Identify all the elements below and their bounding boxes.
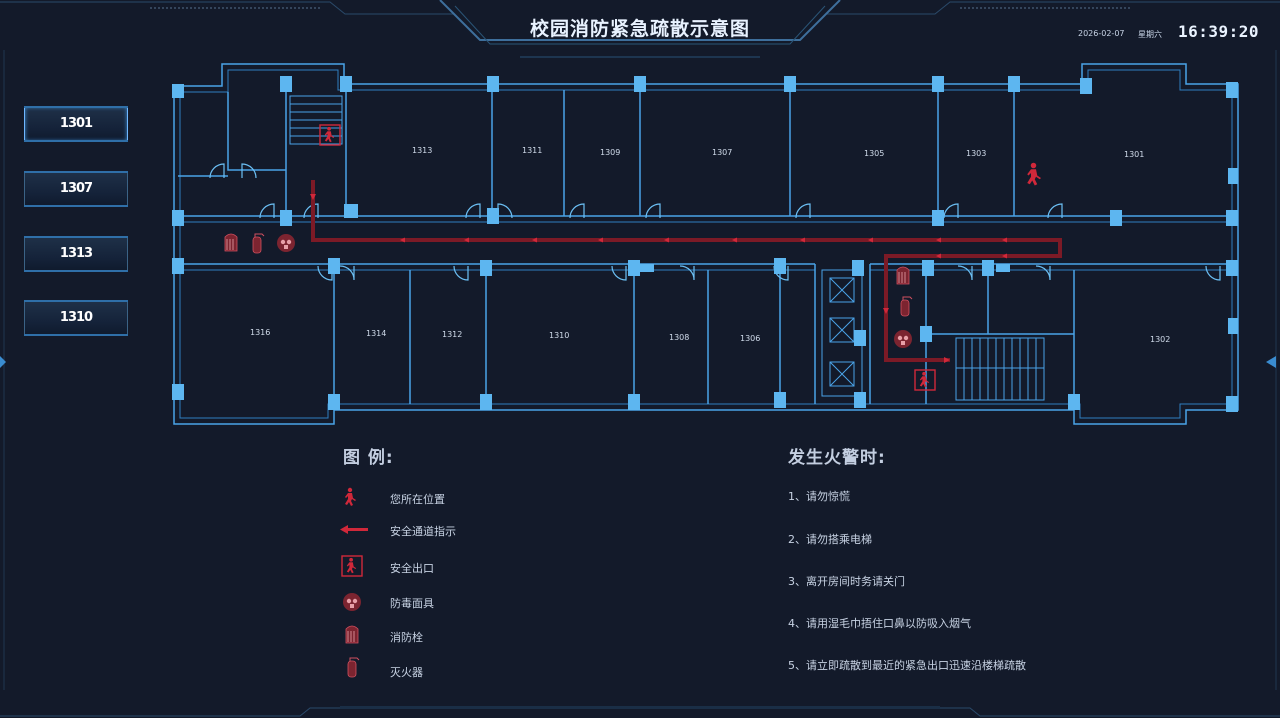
fire-rule-item: 2、请勿搭乘电梯 bbox=[788, 533, 872, 546]
fire-hydrant-icon bbox=[896, 266, 910, 285]
legend-label-gas-mask: 防毒面具 bbox=[390, 597, 434, 610]
floor-button-1307[interactable]: 1307 bbox=[24, 171, 128, 207]
page-title: 校园消防紧急疏散示意图 bbox=[529, 18, 750, 40]
floor-button-1313[interactable]: 1313 bbox=[24, 236, 128, 272]
legend-title: 图 例: bbox=[343, 448, 394, 468]
gas-mask-icon bbox=[277, 234, 295, 252]
room-1316: 1316 bbox=[250, 328, 271, 337]
date-label: 2026-02-07 bbox=[1078, 29, 1125, 38]
fire-extinguisher-icon bbox=[347, 657, 360, 678]
room-1302: 1302 bbox=[1150, 335, 1171, 344]
legend-label-extinguisher: 灭火器 bbox=[390, 666, 423, 679]
legend-icons bbox=[340, 487, 368, 678]
room-1305: 1305 bbox=[864, 149, 885, 158]
exit-sign-icon bbox=[320, 125, 340, 145]
legend-label-exit: 安全出口 bbox=[390, 562, 434, 575]
weekday-label: 星期六 bbox=[1138, 30, 1162, 39]
floor-button-1310[interactable]: 1310 bbox=[24, 300, 128, 336]
arrow-left-icon bbox=[340, 525, 368, 534]
room-1303: 1303 bbox=[966, 149, 987, 158]
room-1313: 1313 bbox=[412, 146, 433, 155]
legend-label-location: 您所在位置 bbox=[390, 493, 445, 506]
route-arrows bbox=[310, 194, 1007, 363]
room-1306: 1306 bbox=[740, 334, 761, 343]
fire-rule-item: 5、请立即疏散到最近的紧急出口迅速沿楼梯疏散 bbox=[788, 659, 1026, 672]
clock: 16:39:20 bbox=[1178, 22, 1260, 41]
evacuation-route bbox=[311, 180, 1062, 362]
room-1308: 1308 bbox=[669, 333, 690, 342]
room-1311: 1311 bbox=[522, 146, 543, 155]
fire-rule-item: 3、离开房间时务请关门 bbox=[788, 575, 905, 588]
fire-extinguisher-icon bbox=[900, 296, 913, 317]
person-running-icon bbox=[1027, 162, 1041, 186]
legend-label-hydrant: 消防栓 bbox=[390, 631, 423, 644]
fire-rule-item: 4、请用湿毛巾捂住口鼻以防吸入烟气 bbox=[788, 617, 971, 630]
fire-hydrant-icon bbox=[224, 233, 238, 252]
room-1307: 1307 bbox=[712, 148, 733, 157]
room-1314: 1314 bbox=[366, 329, 387, 338]
fire-rule-item: 1、请勿惊慌 bbox=[788, 490, 850, 503]
room-1309: 1309 bbox=[600, 148, 621, 157]
gas-mask-icon bbox=[343, 593, 361, 611]
fire-hydrant-icon bbox=[345, 625, 359, 644]
gas-mask-icon bbox=[894, 330, 912, 348]
fire-extinguisher-icon bbox=[252, 233, 265, 254]
room-1312: 1312 bbox=[442, 330, 463, 339]
legend-label-route: 安全通道指示 bbox=[390, 525, 456, 538]
room-1301: 1301 bbox=[1124, 150, 1145, 159]
room-1310: 1310 bbox=[549, 331, 570, 340]
fire-rules-title: 发生火警时: bbox=[788, 448, 886, 468]
exit-sign-icon bbox=[915, 370, 935, 390]
exit-sign-icon bbox=[341, 555, 363, 577]
person-running-icon bbox=[345, 487, 356, 506]
floor-button-1301[interactable]: 1301 bbox=[24, 106, 128, 142]
